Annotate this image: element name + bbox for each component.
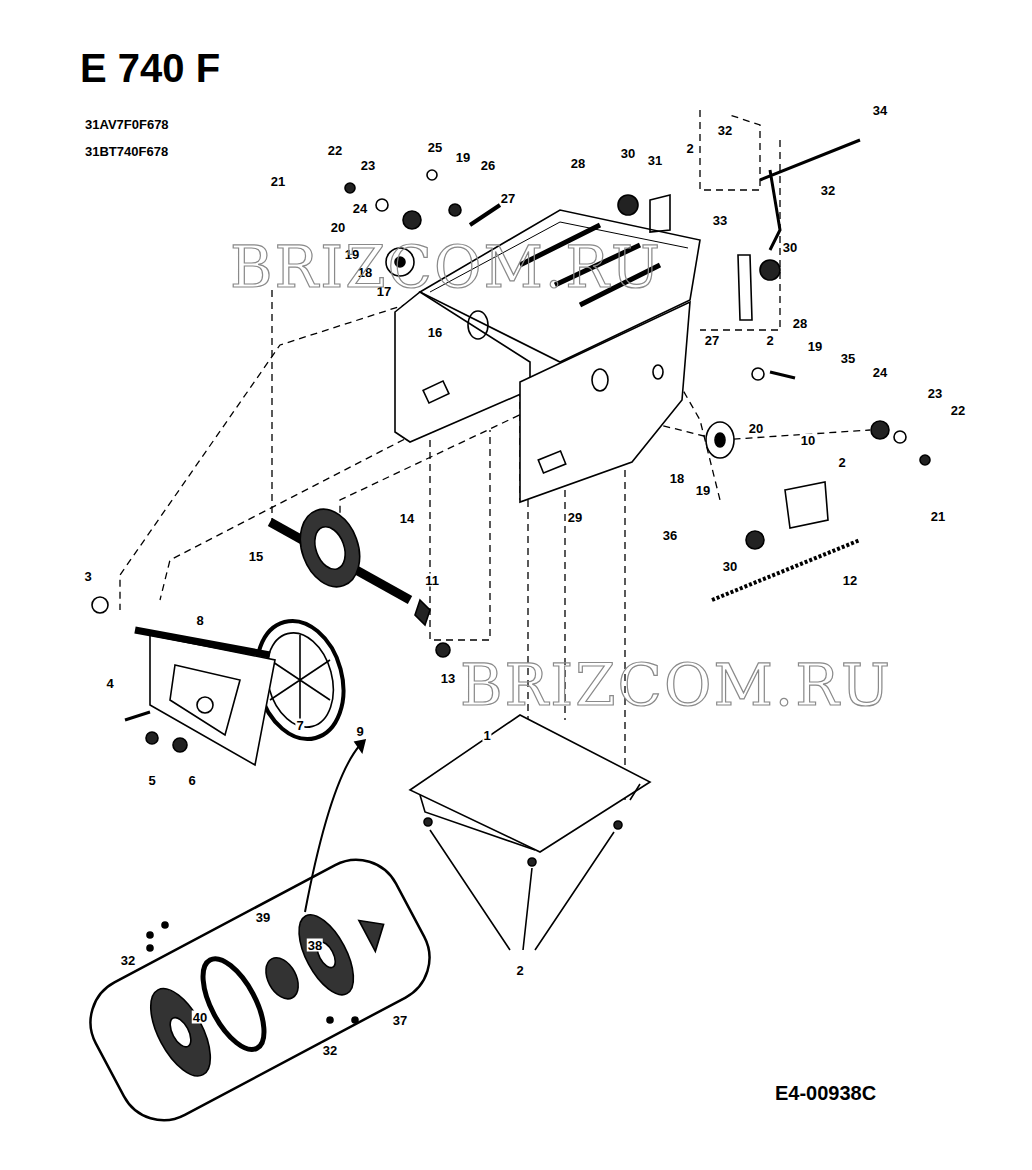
callout-number: 40: [192, 1011, 208, 1024]
callout-number: 7: [295, 719, 304, 732]
callout-number: 20: [748, 422, 764, 435]
callout-number: 4: [105, 677, 114, 690]
callout-number: 16: [427, 326, 443, 339]
callout-number: 2: [515, 964, 524, 977]
callout-number: 26: [480, 159, 496, 172]
watermark: BRIZCOM.RU: [230, 238, 662, 296]
callout-number: 32: [120, 954, 136, 967]
callout-number: 25: [427, 141, 443, 154]
drawing-code: E4-00938C: [775, 1083, 876, 1103]
callout-number: 2: [837, 456, 846, 469]
callout-number: 33: [712, 214, 728, 227]
callout-number: 8: [195, 614, 204, 627]
callout-number: 35: [840, 352, 856, 365]
callout-number: 6: [187, 774, 196, 787]
callout-number: 20: [330, 221, 346, 234]
callout-number: 18: [669, 472, 685, 485]
callout-number: 2: [685, 142, 694, 155]
callout-number: 11: [424, 574, 440, 587]
diagram-title: E 740 F: [80, 48, 220, 88]
callout-number: 30: [782, 241, 798, 254]
callout-number: 28: [792, 317, 808, 330]
callout-number: 38: [307, 939, 323, 952]
callout-number: 9: [355, 725, 364, 738]
model-number: 31AV7F0F678: [85, 118, 169, 131]
callout-number: 14: [399, 512, 415, 525]
callout-number: 19: [455, 151, 471, 164]
callout-number: 27: [704, 334, 720, 347]
callout-number: 22: [950, 404, 966, 417]
callout-number: 24: [872, 366, 888, 379]
callout-number: 23: [360, 159, 376, 172]
callout-number: 28: [570, 157, 586, 170]
callout-number: 36: [662, 529, 678, 542]
callout-number: 39: [255, 911, 271, 924]
callout-number: 23: [927, 387, 943, 400]
watermark: BRIZCOM.RU: [460, 656, 892, 714]
callout-number: 31: [647, 154, 663, 167]
callout-number: 22: [327, 144, 343, 157]
callout-number: 32: [322, 1044, 338, 1057]
callout-number: 19: [807, 340, 823, 353]
callout-number: 3: [83, 570, 92, 583]
callout-number: 21: [930, 510, 946, 523]
callout-number: 5: [147, 774, 156, 787]
callout-number: 1: [482, 729, 491, 742]
callout-number: 19: [695, 484, 711, 497]
callout-number: 15: [248, 550, 264, 563]
callout-number: 30: [722, 560, 738, 573]
callout-number: 37: [392, 1014, 408, 1027]
callout-number: 32: [717, 124, 733, 137]
callout-number: 12: [842, 574, 858, 587]
callout-number: 2: [765, 334, 774, 347]
callout-number: 29: [567, 511, 583, 524]
callout-number: 27: [500, 192, 516, 205]
model-number: 31BT740F678: [85, 145, 168, 158]
callout-number: 21: [270, 175, 286, 188]
callout-number: 10: [800, 434, 816, 447]
callout-number: 13: [440, 672, 456, 685]
callout-number: 32: [820, 184, 836, 197]
callout-number: 24: [352, 202, 368, 215]
callout-number: 34: [872, 104, 888, 117]
callout-number: 30: [620, 147, 636, 160]
